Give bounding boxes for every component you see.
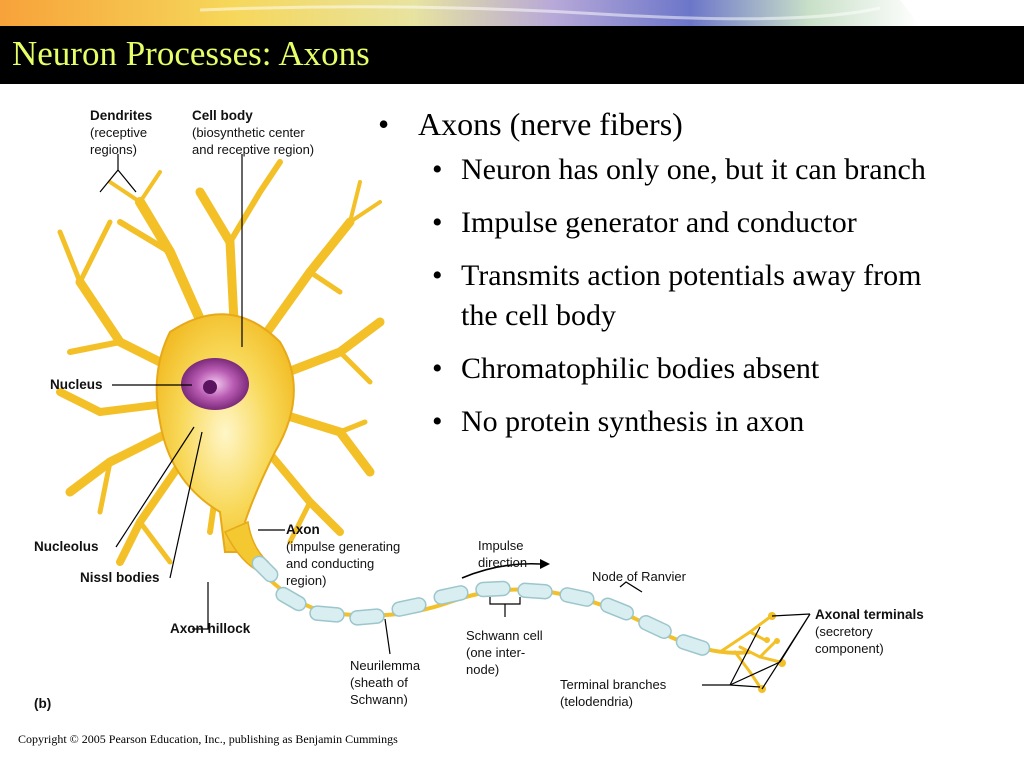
svg-text:node): node): [466, 662, 499, 677]
dendrites-shape: [56, 159, 385, 566]
label-nucleolus: Nucleolus: [34, 539, 99, 554]
svg-text:and receptive region): and receptive region): [192, 142, 314, 157]
svg-text:(biosynthetic center: (biosynthetic center: [192, 125, 305, 140]
svg-text:Schwann): Schwann): [350, 692, 408, 707]
label-axonal-terminals: Axonal terminals: [815, 607, 924, 622]
label-nucleus: Nucleus: [50, 377, 103, 392]
decorative-top-strip: [0, 0, 1024, 26]
copyright-text: Copyright © 2005 Pearson Education, Inc.…: [18, 732, 398, 746]
cell-body-shape: [155, 313, 295, 553]
svg-text:(one inter-: (one inter-: [466, 645, 525, 660]
svg-text:regions): regions): [90, 142, 137, 157]
label-neurilemma: Neurilemma: [350, 658, 421, 673]
svg-text:(sheath of: (sheath of: [350, 675, 408, 690]
slide-title: Neuron Processes: Axons: [12, 34, 370, 73]
bullet-list: Axons (nerve fibers) •Neuron has only on…: [378, 104, 978, 455]
svg-text:(receptive: (receptive: [90, 125, 147, 140]
myelin-sheath: [251, 555, 711, 656]
svg-text:(secretory: (secretory: [815, 624, 873, 639]
svg-text:(telodendria): (telodendria): [560, 694, 633, 709]
bullet-sub-4: •Chromatophilic bodies absent: [432, 352, 820, 385]
label-dendrites: Dendrites: [90, 108, 152, 123]
svg-text:component): component): [815, 641, 884, 656]
bullet-main: Axons (nerve fibers): [378, 104, 978, 144]
bullet-sub-5: •No protein synthesis in axon: [432, 405, 805, 438]
svg-text:direction: direction: [478, 555, 527, 570]
label-axon: Axon: [286, 522, 320, 537]
label-node-of-ranvier: Node of Ranvier: [592, 569, 687, 584]
label-axon-hillock: Axon hillock: [170, 621, 251, 636]
axonal-terminals-shape: [718, 615, 782, 689]
label-cell-body: Cell body: [192, 108, 253, 123]
panel-label: (b): [34, 696, 51, 711]
label-impulse-direction: Impulse: [478, 538, 524, 553]
bullet-sub-3: •Transmits action potentials away from t…: [432, 259, 922, 332]
label-nissl-bodies: Nissl bodies: [80, 570, 160, 585]
svg-text:(impulse generating: (impulse generating: [286, 539, 400, 554]
label-terminal-branches: Terminal branches: [560, 677, 667, 692]
title-bar: [0, 26, 1024, 84]
label-schwann-cell: Schwann cell: [466, 628, 543, 643]
svg-text:and conducting: and conducting: [286, 556, 374, 571]
bullet-sub-1: •Neuron has only one, but it can branch: [432, 153, 926, 186]
svg-text:region): region): [286, 573, 326, 588]
neuron-diagram: Dendrites (receptive regions) Cell body …: [20, 92, 980, 722]
bullet-sub-2: •Impulse generator and conductor: [432, 206, 857, 239]
